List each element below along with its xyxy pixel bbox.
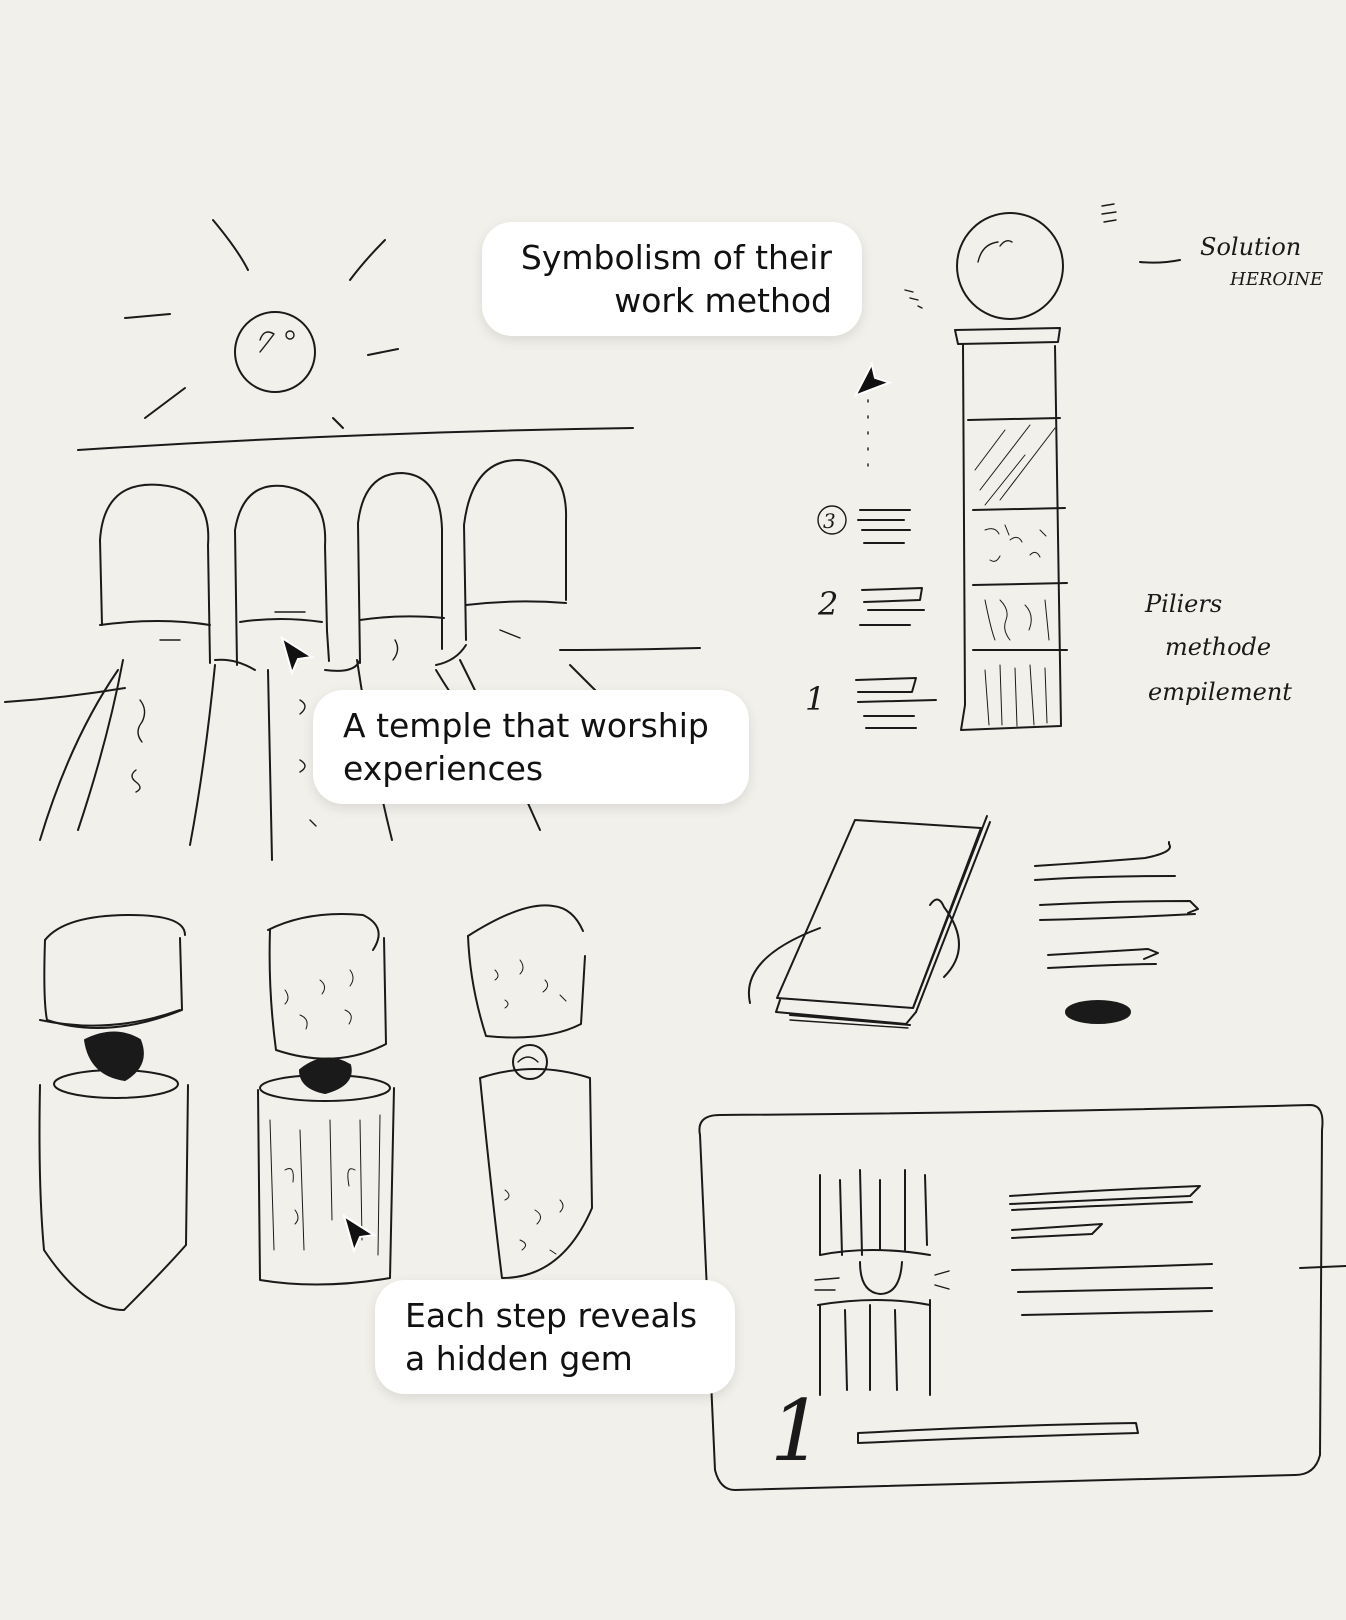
book-sketch <box>747 815 1199 1029</box>
callout-temple: A temple that worship experiences <box>313 690 749 804</box>
horizon-line <box>77 427 634 451</box>
cursor-arrow-icon <box>278 635 318 679</box>
cursor-arrow-icon <box>340 1213 380 1257</box>
callout-symbolism: Symbolism of their work method <box>482 222 862 336</box>
heroine-text: HEROINE <box>1229 269 1323 290</box>
cursor-arrow-icon <box>849 356 896 400</box>
pillar-text-3: empilement <box>1148 678 1292 706</box>
solution-text: Solution <box>1200 233 1301 261</box>
pillar-text-2: methode <box>1165 633 1271 661</box>
column-sketch <box>817 203 1181 731</box>
sun-sketch <box>124 219 399 429</box>
card-number: 1 <box>770 1382 823 1480</box>
temple-arches-sketch <box>4 459 701 861</box>
step-number-1: 1 <box>805 680 825 718</box>
card-sketch <box>698 1104 1346 1491</box>
callout-gem: Each step reveals a hidden gem <box>375 1280 735 1394</box>
step-number-3: 3 <box>823 509 836 533</box>
pillar-pieces-sketch <box>38 904 593 1311</box>
pillar-text-1: Piliers <box>1144 590 1222 618</box>
step-number-2: 2 <box>817 585 838 623</box>
